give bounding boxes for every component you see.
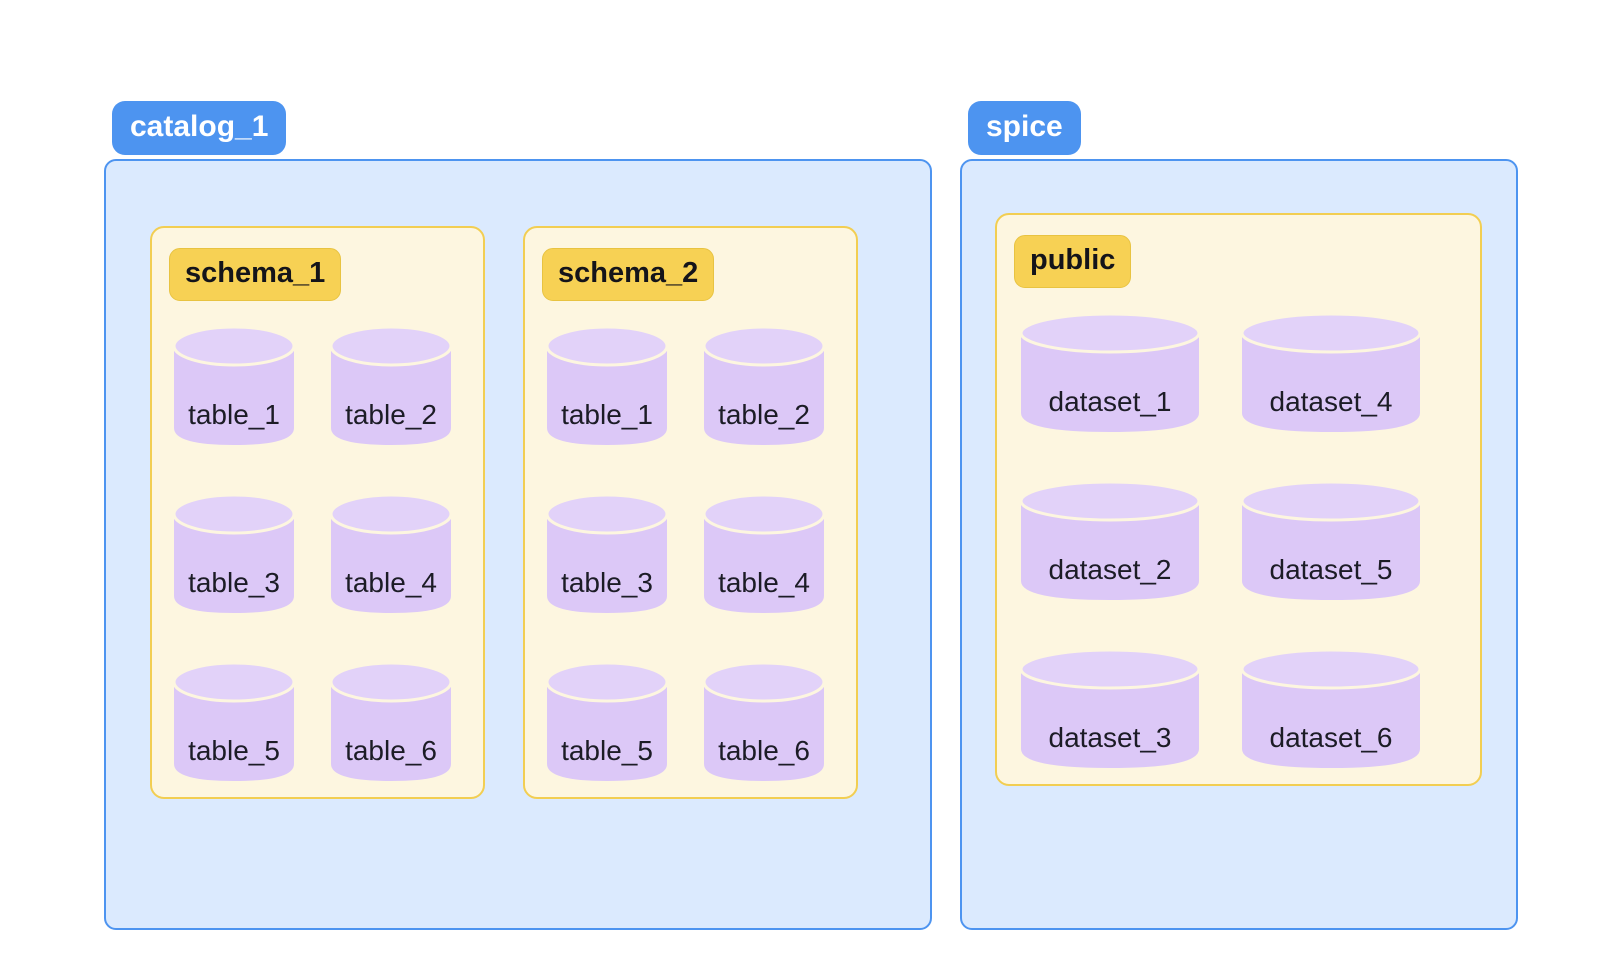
table-cylinder-icon[interactable]: table_6: [329, 659, 453, 783]
object-grid-public: dataset_1 dataset_4: [1019, 310, 1462, 770]
table-cylinder-icon[interactable]: table_3: [545, 491, 669, 615]
table-cylinder-icon[interactable]: table_5: [172, 659, 296, 783]
catalog-group-catalog_1: catalog_1 schema_1 table_1: [104, 101, 932, 930]
object-label: table_4: [718, 567, 810, 598]
object-label: table_1: [188, 399, 280, 430]
catalog-group-spice: spice public dataset_1: [960, 101, 1518, 930]
object-label: table_3: [188, 567, 280, 598]
schema-box-schema_2: schema_2 table_1: [523, 226, 858, 799]
schema-box-public: public dataset_1: [995, 213, 1482, 786]
table-cylinder-icon[interactable]: table_2: [702, 323, 826, 447]
object-label: table_6: [345, 735, 437, 766]
dataset-cylinder-icon[interactable]: dataset_2: [1019, 478, 1201, 602]
catalog-badge-catalog_1[interactable]: catalog_1: [112, 101, 287, 155]
object-grid-schema_2: table_1 table_2: [545, 323, 840, 783]
schema-badge-schema_2[interactable]: schema_2: [542, 248, 715, 301]
object-grid-schema_1: table_1 table_2: [172, 323, 467, 783]
schema-badge-public[interactable]: public: [1014, 235, 1132, 288]
table-cylinder-icon[interactable]: table_2: [329, 323, 453, 447]
table-cylinder-icon[interactable]: table_6: [702, 659, 826, 783]
object-label: dataset_6: [1269, 722, 1393, 753]
schema-box-schema_1: schema_1 table_1: [150, 226, 485, 799]
dataset-cylinder-icon[interactable]: dataset_5: [1240, 478, 1422, 602]
dataset-cylinder-icon[interactable]: dataset_6: [1240, 646, 1422, 770]
object-label: table_3: [561, 567, 653, 598]
schema-badge-schema_1[interactable]: schema_1: [169, 248, 342, 301]
table-cylinder-icon[interactable]: table_1: [545, 323, 669, 447]
catalog-badge-spice[interactable]: spice: [968, 101, 1081, 155]
object-label: dataset_3: [1048, 722, 1172, 753]
dataset-cylinder-icon[interactable]: dataset_1: [1019, 310, 1201, 434]
object-label: table_5: [561, 735, 653, 766]
object-label: table_1: [561, 399, 653, 430]
table-cylinder-icon[interactable]: table_5: [545, 659, 669, 783]
table-cylinder-icon[interactable]: table_3: [172, 491, 296, 615]
object-label: dataset_1: [1048, 386, 1172, 417]
dataset-cylinder-icon[interactable]: dataset_4: [1240, 310, 1422, 434]
object-label: dataset_5: [1269, 554, 1393, 585]
object-label: table_6: [718, 735, 810, 766]
object-label: table_2: [345, 399, 437, 430]
table-cylinder-icon[interactable]: table_1: [172, 323, 296, 447]
dataset-cylinder-icon[interactable]: dataset_3: [1019, 646, 1201, 770]
object-label: table_4: [345, 567, 437, 598]
table-cylinder-icon[interactable]: table_4: [329, 491, 453, 615]
object-label: dataset_4: [1269, 386, 1393, 417]
object-label: table_2: [718, 399, 810, 430]
catalog-box-spice: public dataset_1: [960, 159, 1518, 930]
table-cylinder-icon[interactable]: table_4: [702, 491, 826, 615]
object-label: dataset_2: [1048, 554, 1172, 585]
object-label: table_5: [188, 735, 280, 766]
catalog-box-catalog_1: schema_1 table_1: [104, 159, 932, 930]
